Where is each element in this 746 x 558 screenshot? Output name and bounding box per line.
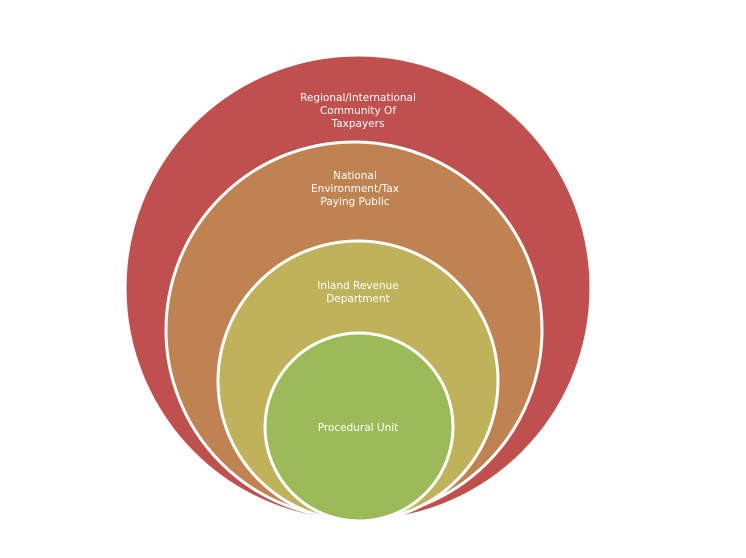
circle-procedural-unit	[263, 331, 455, 523]
label-inland-revenue: Inland Revenue Department	[278, 280, 438, 306]
label-line: Procedural Unit	[317, 422, 399, 434]
label-line: Community Of	[319, 105, 397, 117]
label-national-environment: National Environment/Tax Paying Public	[275, 170, 435, 209]
label-line: Department	[326, 293, 390, 305]
label-line: Regional/International	[300, 92, 416, 104]
label-line: Environment/Tax	[311, 183, 399, 195]
label-line: Inland Revenue	[317, 280, 399, 292]
label-line: Taxpayers	[331, 118, 385, 130]
label-line: Paying Public	[320, 196, 390, 208]
label-procedural-unit: Procedural Unit	[278, 422, 438, 435]
label-regional-international: Regional/International Community Of Taxp…	[278, 92, 438, 131]
label-line: National	[333, 170, 377, 182]
